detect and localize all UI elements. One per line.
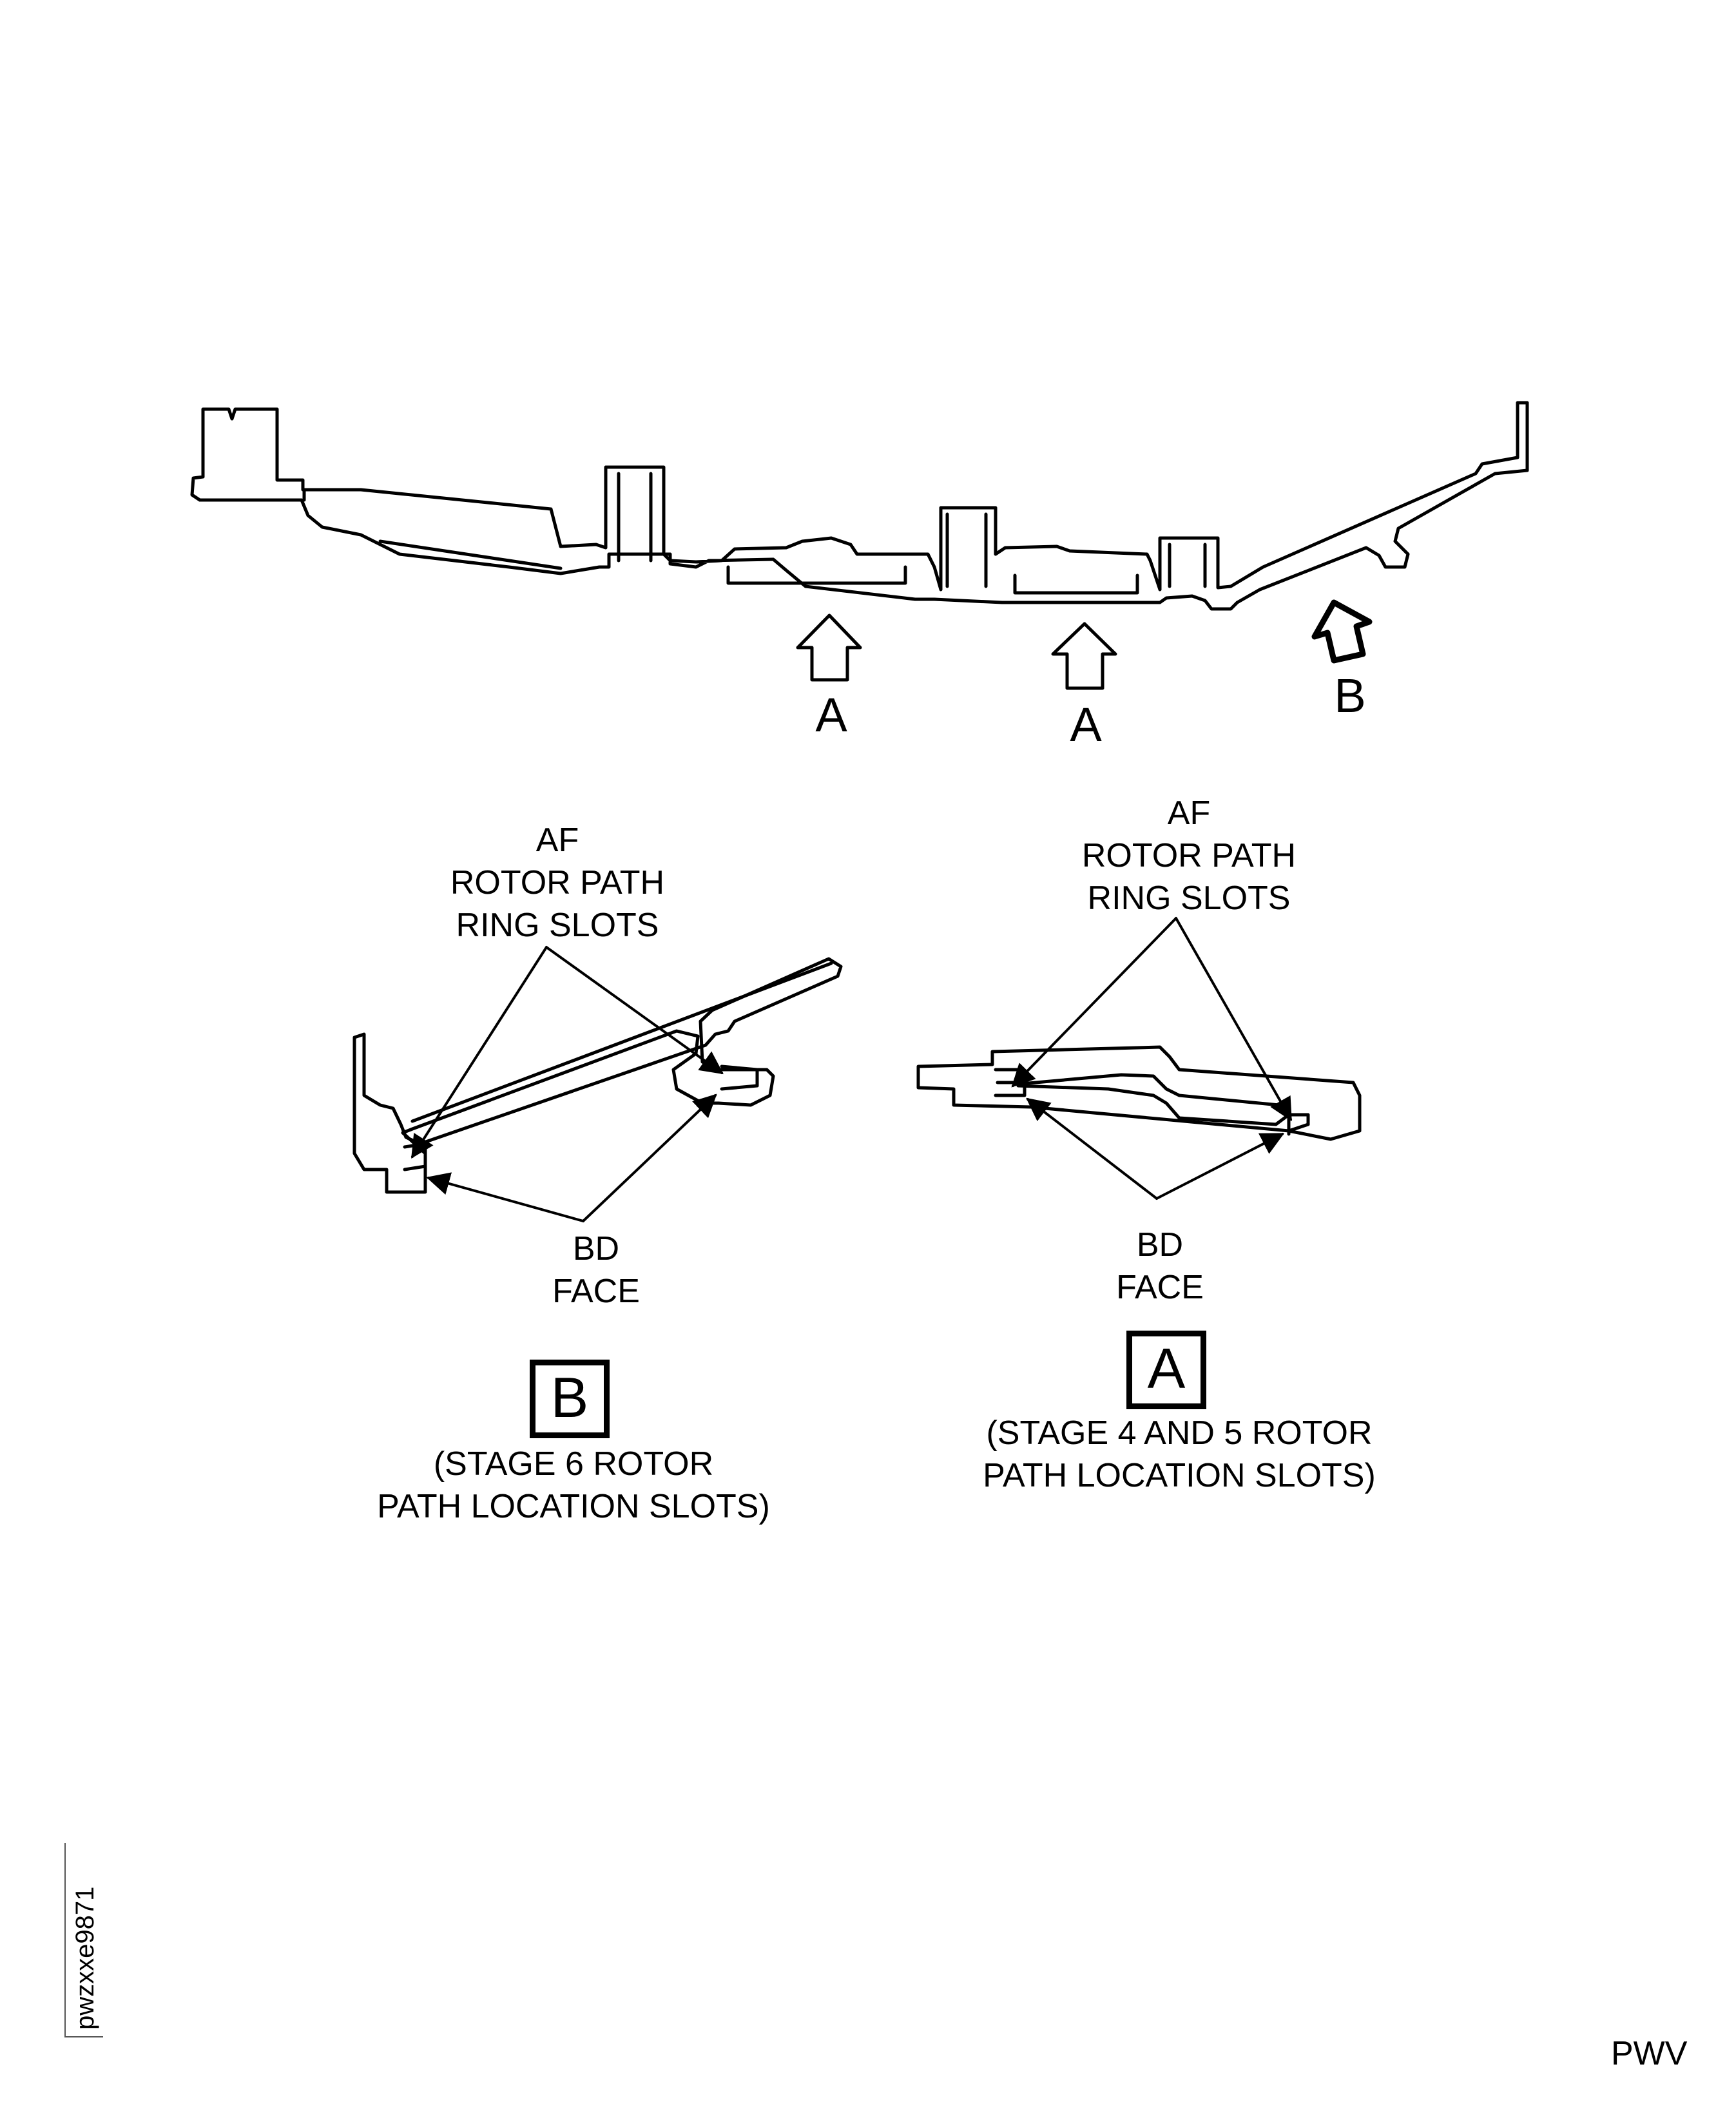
detail-a-leaders	[1011, 917, 1292, 1200]
detail-a-face-label-line2: FACE	[1116, 1269, 1204, 1306]
detail-a-section	[916, 1045, 1362, 1141]
view-letter-a-1: A	[815, 688, 847, 742]
detail-a-view-letter: A	[1126, 1331, 1206, 1409]
detail-b-leaders	[411, 946, 724, 1222]
detail-a-caption-line2: PATH LOCATION SLOTS)	[983, 1457, 1376, 1494]
detail-a-face-label-line1: BD	[1136, 1226, 1184, 1264]
detail-b-section	[352, 957, 843, 1194]
detail-a-slot-label-line1: AF	[1167, 794, 1211, 832]
case-cross-section	[190, 401, 1529, 611]
view-arrow-a-2	[1051, 622, 1117, 690]
detail-b-caption-line1: (STAGE 6 ROTOR	[433, 1445, 714, 1483]
detail-b-caption-line2: PATH LOCATION SLOTS)	[377, 1488, 770, 1525]
view-arrow-a-1	[796, 613, 862, 682]
view-letter-b: B	[1334, 669, 1366, 722]
corner-code: PWV	[1611, 2035, 1688, 2072]
figure-id: pwzxxe9871	[71, 1886, 99, 2030]
detail-b-slot-label-line2: ROTOR PATH	[450, 864, 665, 901]
detail-b-slot-label-line3: RING SLOTS	[456, 907, 659, 944]
detail-b-slot-label-line1: AF	[535, 822, 579, 859]
figure-id-rule-foot	[64, 2036, 103, 2037]
figure-id-rule	[64, 1843, 66, 2036]
detail-a-slot-label-line3: RING SLOTS	[1087, 880, 1291, 917]
detail-b-face-label-line1: BD	[572, 1230, 620, 1267]
view-letter-a-2: A	[1070, 698, 1102, 751]
detail-b-view-letter: B	[530, 1360, 610, 1438]
view-arrow-b	[1311, 599, 1373, 664]
detail-a-caption-line1: (STAGE 4 AND 5 ROTOR	[986, 1414, 1373, 1452]
detail-a-slot-label-line2: ROTOR PATH	[1081, 837, 1297, 874]
detail-b-face-label-line2: FACE	[552, 1273, 640, 1310]
